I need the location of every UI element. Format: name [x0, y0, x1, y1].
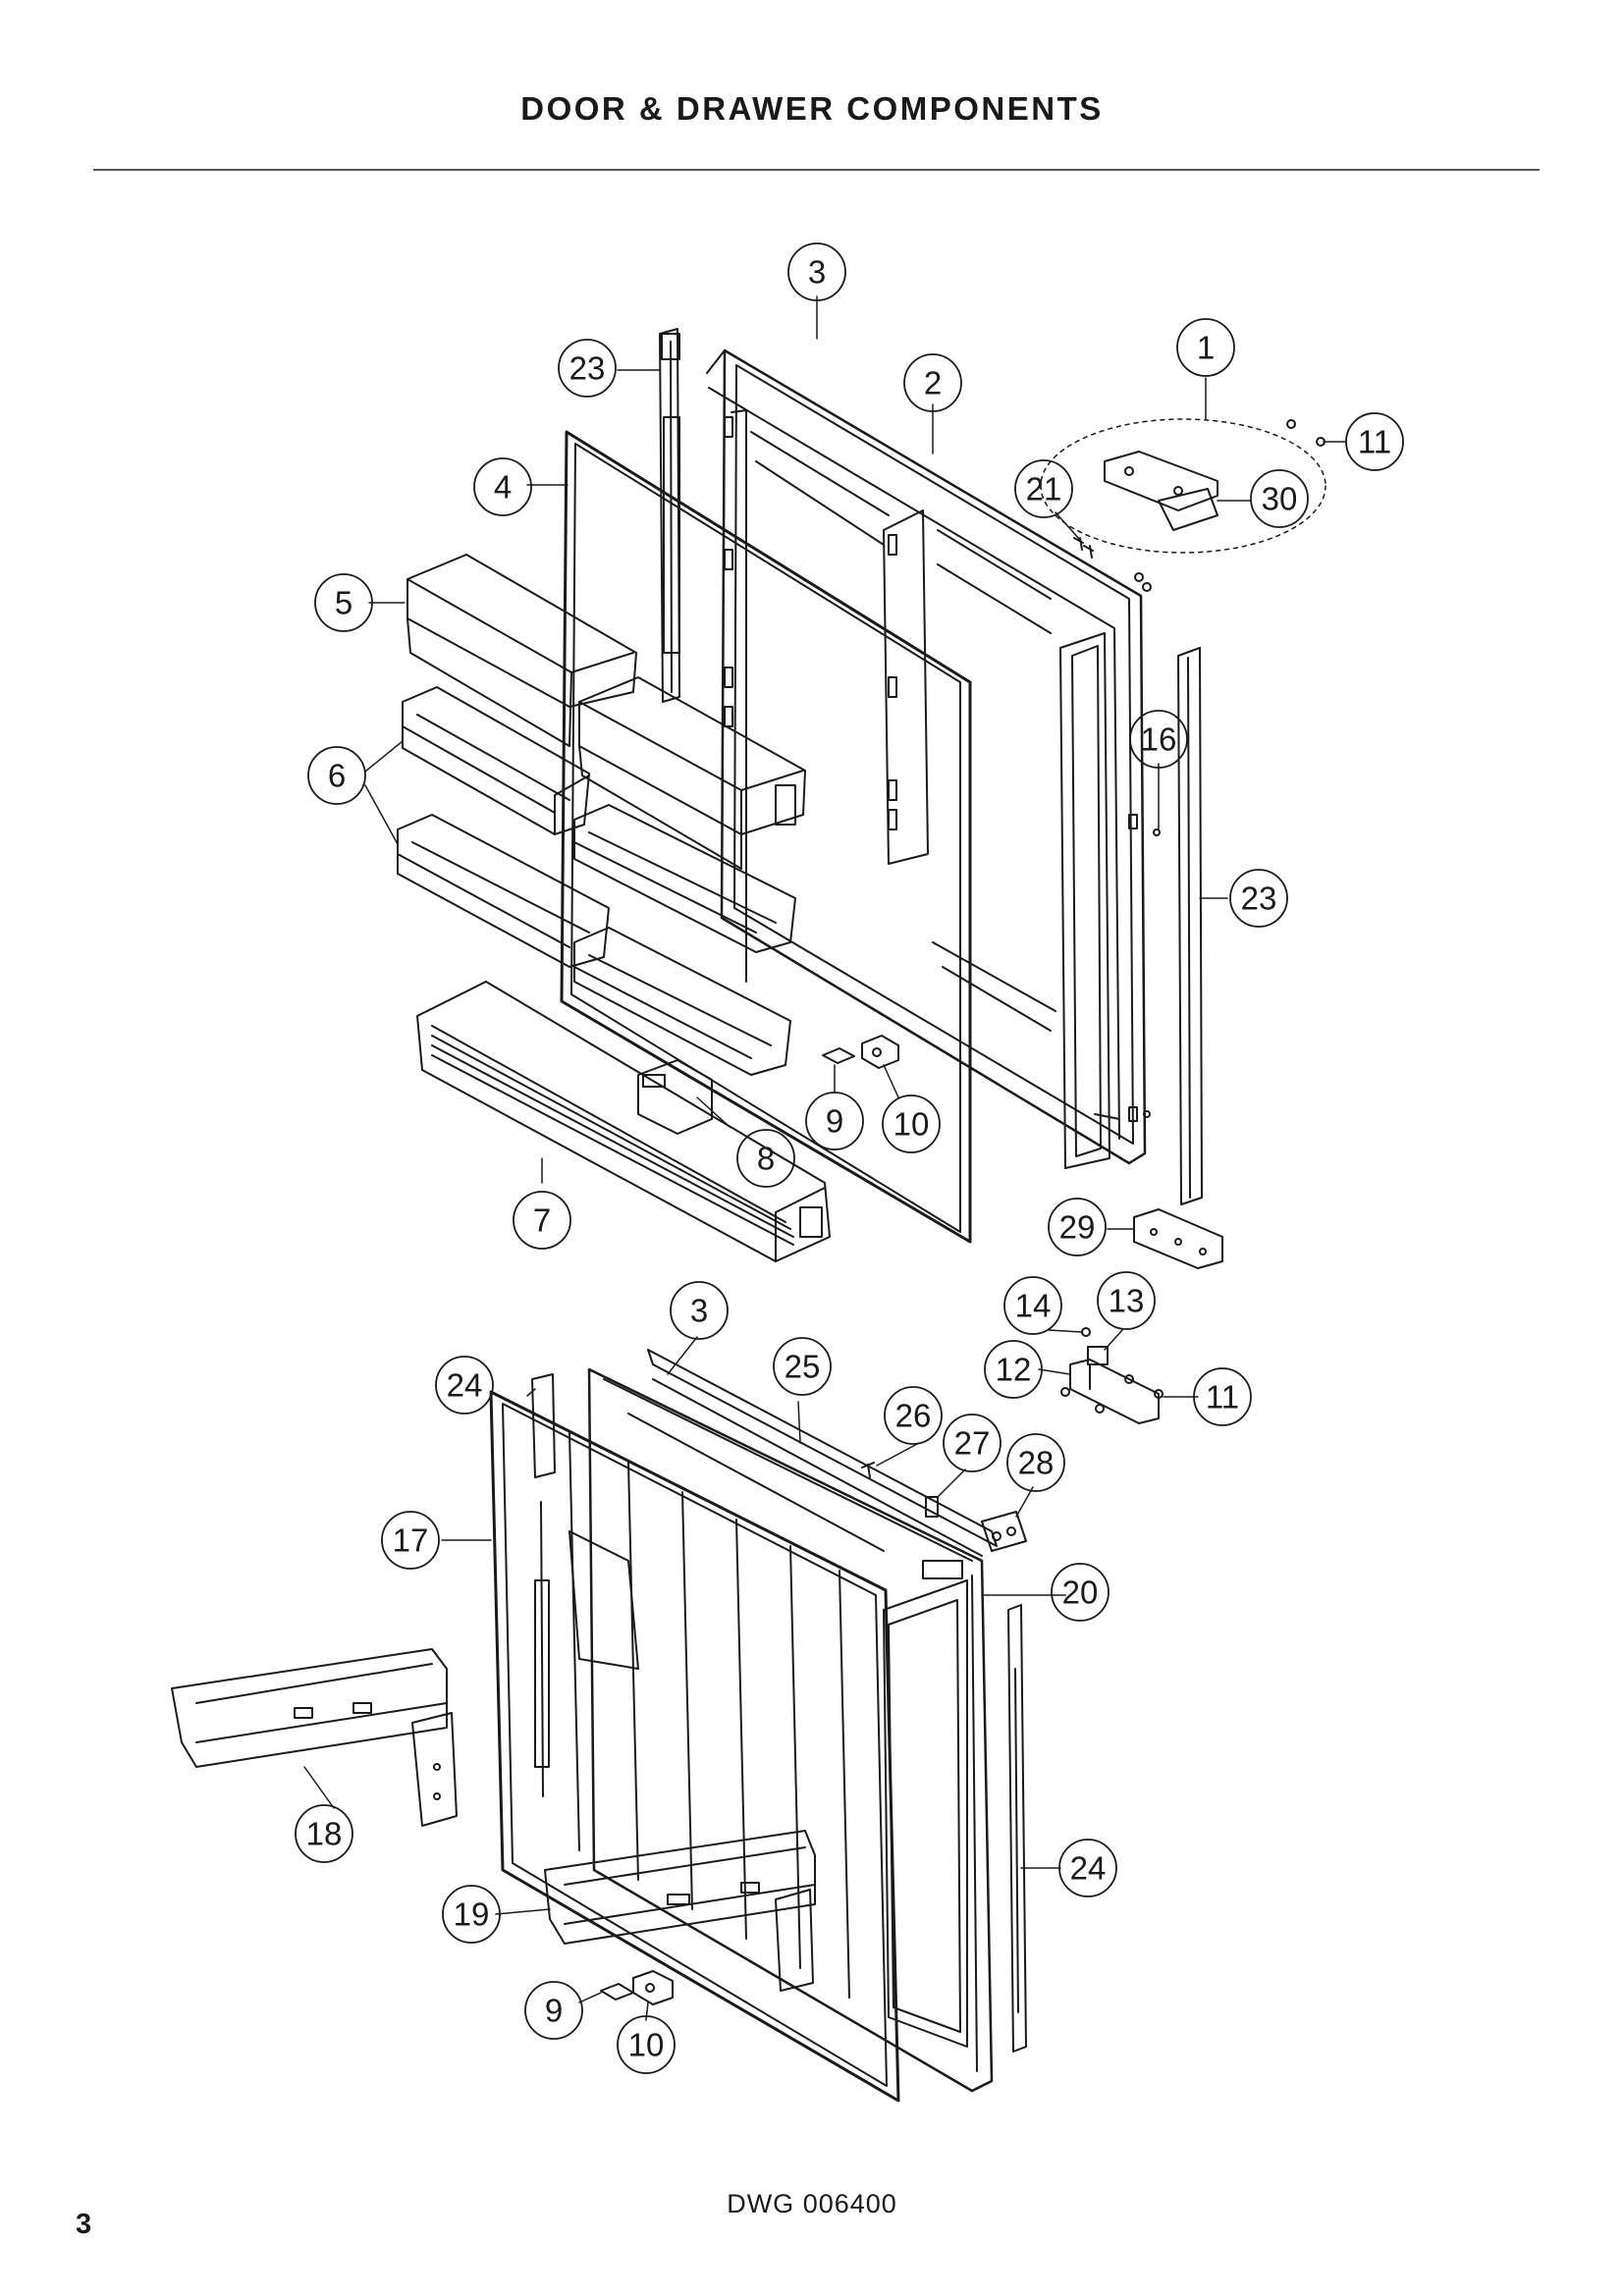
drawer-top-rail — [647, 1349, 998, 1557]
drawer-slide-bracket-19 — [544, 1830, 816, 1992]
upper-door-gasket — [560, 430, 972, 1244]
hinge-pin-13 — [1087, 1346, 1109, 1365]
callout-10-upper: 10 — [893, 1106, 930, 1143]
screw-26 — [861, 1462, 875, 1478]
callout-13: 13 — [1109, 1283, 1145, 1319]
lower-hinge-plate-12 — [1069, 1359, 1160, 1424]
title-divider — [93, 169, 1540, 171]
callout-26: 26 — [895, 1398, 932, 1434]
bolt-27 — [925, 1496, 939, 1518]
upper-latch-10 — [861, 1035, 899, 1069]
callout-2: 2 — [924, 365, 942, 401]
callout-11-lower: 11 — [1206, 1379, 1239, 1415]
drawer-front-shell — [587, 1367, 994, 2093]
large-bottle-bin — [416, 981, 831, 1262]
door-bin-6b — [573, 804, 796, 953]
callout-20: 20 — [1062, 1575, 1099, 1611]
upper-door-shell — [706, 348, 1161, 1169]
callout-21: 21 — [1026, 471, 1062, 507]
lower-pad-9 — [600, 1983, 634, 2001]
door-bin-6a — [402, 686, 590, 835]
page-number: 3 — [76, 2209, 92, 2240]
callout-9-upper: 9 — [826, 1103, 843, 1140]
callout-10-lower: 10 — [628, 2027, 665, 2063]
screw-14 — [1060, 1327, 1164, 1414]
callout-3-lower: 3 — [690, 1293, 708, 1329]
callout-circles — [295, 242, 1404, 2074]
callout-5: 5 — [335, 585, 352, 621]
latch-28 — [981, 1511, 1027, 1552]
callout-4: 4 — [494, 469, 512, 506]
small-bin-8 — [637, 1059, 713, 1135]
callout-27: 27 — [954, 1425, 991, 1462]
leader-lines — [303, 295, 1346, 2021]
callout-8: 8 — [757, 1141, 775, 1177]
door-bin-6d — [573, 927, 791, 1076]
drawer-right-trim — [1007, 1604, 1027, 2053]
page-title: DOOR & DRAWER COMPONENTS — [520, 90, 1104, 127]
top-hinge-assembly — [1040, 418, 1326, 554]
drawer-left-trim — [531, 1373, 556, 1797]
callout-3-upper: 3 — [808, 254, 826, 291]
callout-25: 25 — [785, 1349, 821, 1385]
door-bin-6c — [397, 814, 610, 968]
callout-6: 6 — [328, 758, 346, 794]
callout-7: 7 — [533, 1202, 551, 1239]
callout-12: 12 — [996, 1352, 1032, 1388]
callout-1: 1 — [1197, 330, 1215, 366]
callout-9-lower: 9 — [545, 1993, 563, 2029]
callout-29: 29 — [1059, 1209, 1096, 1246]
callout-30: 30 — [1262, 481, 1298, 517]
callout-24-right: 24 — [1070, 1850, 1107, 1887]
dairy-bin-top-right — [578, 676, 806, 870]
left-trim-strip — [659, 328, 680, 703]
callout-23-right: 23 — [1241, 881, 1277, 917]
lower-latch-10 — [632, 1970, 674, 2005]
dairy-bin-top-left — [406, 554, 637, 747]
hinge-bracket-29 — [1133, 1208, 1223, 1269]
drawing-number: DWG 006400 — [727, 2189, 897, 2218]
callout-17: 17 — [393, 1522, 429, 1559]
callout-18: 18 — [306, 1816, 343, 1852]
right-trim-strip — [1177, 647, 1203, 1205]
upper-pad-9 — [822, 1047, 855, 1064]
callout-23-left: 23 — [569, 350, 606, 387]
callout-28: 28 — [1018, 1445, 1055, 1481]
callout-11-upper: 11 — [1358, 424, 1391, 460]
callout-16: 16 — [1141, 721, 1177, 758]
callout-19: 19 — [454, 1896, 490, 1933]
drawer-slide-bracket-18 — [171, 1648, 458, 1827]
drawer-gasket — [489, 1390, 900, 2103]
callout-14: 14 — [1015, 1288, 1052, 1324]
callout-24-left: 24 — [447, 1367, 483, 1404]
